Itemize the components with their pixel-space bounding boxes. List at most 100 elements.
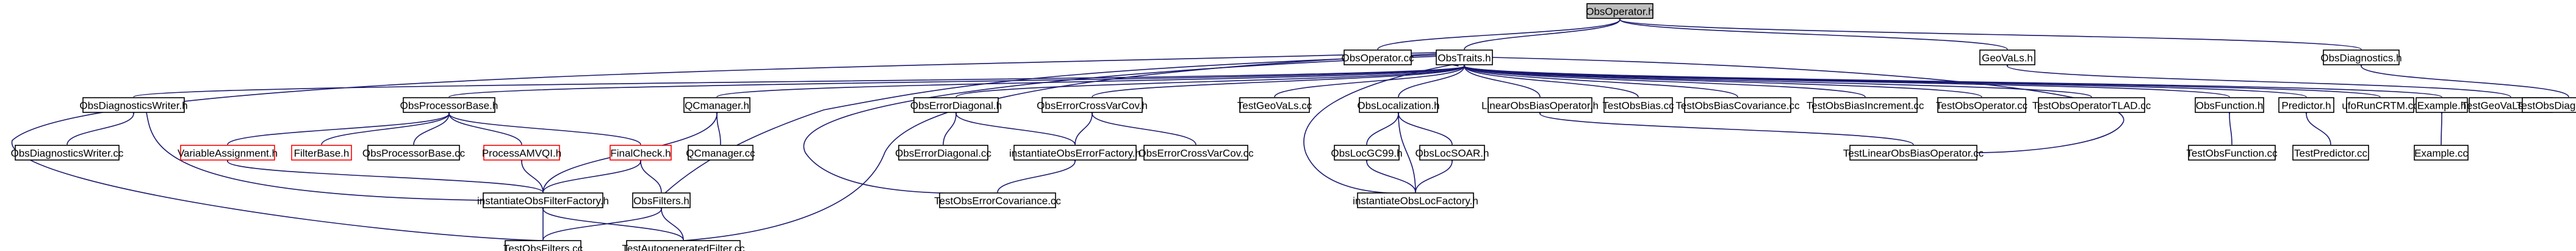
node-label: VariableAssignment.h <box>178 148 278 159</box>
node-testgeovals-cc[interactable]: TestGeoVaLs.cc <box>1237 97 1312 113</box>
node-box <box>688 145 754 161</box>
edge-obstraits-h-to-obsprocessorbase-h <box>448 59 1468 98</box>
node-label: ObsLocSOAR.h <box>1416 148 1489 159</box>
node-box <box>2188 145 2276 161</box>
node-testlinearobsbiasoperator-cc[interactable]: TestLinearObsBiasOperator.cc <box>1843 145 1984 161</box>
edge-obslocalization-h-to-obslocsoar-h <box>1395 107 1453 145</box>
node-obsprocessorbase-cc[interactable]: ObsProcessorBase.cc <box>362 145 466 161</box>
node-uforuncrtm-cc[interactable]: ufoRunCRTM.cc <box>2342 97 2419 113</box>
node-box <box>2522 97 2576 113</box>
node-box <box>1937 97 2026 113</box>
node-geovals-h[interactable]: GeoVaLs.h <box>1979 49 2035 65</box>
node-label: ObsDiagnostics.h <box>2320 53 2402 64</box>
node-box <box>913 97 999 113</box>
node-box <box>1344 49 1412 65</box>
node-variableassignment-h[interactable]: VariableAssignment.h <box>178 145 278 161</box>
edge-obslocgc99-h-to-instantiateobslocfactory-h <box>1363 155 1416 193</box>
node-label: ObsErrorDiagonal.h <box>910 100 1002 112</box>
node-obserrorcrossvarcov-cc[interactable]: ObsErrorCrossVarCov.cc <box>1138 145 1254 161</box>
node-label: ObsProcessorBase.cc <box>362 148 466 159</box>
edge-obsfunction-h-to-testobsfunction-cc <box>2226 107 2232 145</box>
edge-obslocalization-h-to-instantiateobslocfactory-h <box>1395 107 1416 193</box>
node-obslocsoar-h[interactable]: ObsLocSOAR.h <box>1416 145 1489 161</box>
node-testobsbiasincrement-cc[interactable]: TestObsBiasIncrement.cc <box>1807 97 1924 113</box>
node-box <box>1143 145 1248 161</box>
node-testobsfilters-cc[interactable]: TestObsFilters.cc <box>503 240 583 251</box>
edge-obstraits-h-to-testobsbias-cc <box>1461 59 1639 98</box>
node-testobsdiagnostics-cc[interactable]: TestObsDiagnostics.cc <box>2516 97 2576 113</box>
edge-geovals-h-to-testgeovalsspec-cc <box>2004 59 2511 98</box>
node-testobsbias-cc[interactable]: TestObsBias.cc <box>1602 97 1674 113</box>
node-label: ObsDiagnosticsWriter.h <box>79 100 187 112</box>
node-label: ObsErrorDiagonal.cc <box>895 148 991 159</box>
node-obstraits-h[interactable]: ObsTraits.h <box>1436 49 1493 65</box>
node-label: ObsErrorCrossVarCov.h <box>1037 100 1148 112</box>
node-testobsbiascovariance-cc[interactable]: TestObsBiasCovariance.cc <box>1675 97 1800 113</box>
edge-obstraits-h-to-predictor-h <box>1461 59 2307 98</box>
edge-obsprocessorbase-h-to-obsprocessorbase-cc <box>413 107 453 145</box>
edge-obstraits-h-to-linearobsbiasoperator-h <box>1461 59 1541 98</box>
node-label: ObsTraits.h <box>1437 53 1491 64</box>
node-filterbase-h[interactable]: FilterBase.h <box>291 145 352 161</box>
node-obserrordiagonal-cc[interactable]: ObsErrorDiagonal.cc <box>895 145 991 161</box>
node-obsdiagnosticswriter-cc[interactable]: ObsDiagnosticsWriter.cc <box>11 145 124 161</box>
edge-linearobsbiasoperator-h-to-testlinearobsbiasoperator-cc <box>1536 107 1914 145</box>
node-testpredictor-cc[interactable]: TestPredictor.cc <box>2292 145 2369 161</box>
edge-obstraits-h-to-testobsbiasincrement-cc <box>1461 59 1866 98</box>
node-label: Predictor.h <box>2281 100 2331 112</box>
node-qcmanager-h[interactable]: QCmanager.h <box>683 97 750 113</box>
node-box <box>1359 97 1438 113</box>
edge-obserrordiagonal-h-to-instantiateobserrorfactory-h <box>952 107 1076 145</box>
node-processamvqi-h[interactable]: ProcessAMVQI.h <box>482 145 561 161</box>
node-example-cc[interactable]: Example.cc <box>2414 145 2469 161</box>
node-label: TestAutogeneratedFilter.cc <box>622 243 745 251</box>
node-box <box>1357 192 1474 208</box>
node-box <box>2292 145 2369 161</box>
node-obslocgc99-h[interactable]: ObsLocGC99.h <box>1331 145 1403 161</box>
node-box <box>291 145 352 161</box>
node-label: ProcessAMVQI.h <box>482 148 561 159</box>
node-testautogeneratedfilter-cc[interactable]: TestAutogeneratedFilter.cc <box>622 240 745 251</box>
node-testobsoperatortlad-cc[interactable]: TestObsOperatorTLAD.cc <box>2032 97 2151 113</box>
node-testobsfunction-cc[interactable]: TestObsFunction.cc <box>2186 145 2278 161</box>
node-label: instantiateObsFilterFactory.h <box>477 195 609 207</box>
edge-obsoperator-h-to-obstraits-h <box>1464 13 1624 50</box>
node-box <box>610 145 672 161</box>
edge-obsfilters-h-to-testautogeneratedfilter-cc <box>658 202 684 241</box>
node-label: Example.h <box>2417 100 2466 112</box>
node-obsoperator-cc[interactable]: ObsOperator.cc <box>1341 49 1414 65</box>
node-obsfunction-h[interactable]: ObsFunction.h <box>2195 97 2264 113</box>
node-box <box>1013 145 1137 161</box>
node-label: ObsLocGC99.h <box>1331 148 1402 159</box>
node-testobserrorcovariance-cc[interactable]: TestObsErrorCovariance.cc <box>934 192 1061 208</box>
node-predictor-h[interactable]: Predictor.h <box>2278 97 2334 113</box>
node-label: TestPredictor.cc <box>2294 148 2367 159</box>
node-testobsoperator-cc[interactable]: TestObsOperator.cc <box>1936 97 2028 113</box>
edge-obsprocessorbase-h-to-finalcheck-h <box>445 107 641 145</box>
node-box <box>2346 97 2414 113</box>
node-qcmanager-cc[interactable]: QCmanager.cc <box>686 145 755 161</box>
node-instantiateobslocfactory-h[interactable]: instantiateObsLocFactory.h <box>1353 192 1478 208</box>
node-finalcheck-h[interactable]: FinalCheck.h <box>610 145 672 161</box>
node-obsdiagnostics-h[interactable]: ObsDiagnostics.h <box>2320 49 2402 65</box>
node-box <box>1419 145 1485 161</box>
node-box <box>1684 97 1791 113</box>
edge-obstraits-h-to-obsfunction-h <box>1461 59 2230 98</box>
node-label: FilterBase.h <box>294 148 350 159</box>
node-linearobsbiasoperator-h[interactable]: LinearObsBiasOperator.h <box>1481 97 1599 113</box>
node-obsfilters-h[interactable]: ObsFilters.h <box>632 192 691 208</box>
node-obserrordiagonal-h[interactable]: ObsErrorDiagonal.h <box>910 97 1002 113</box>
node-obsprocessorbase-h[interactable]: ObsProcessorBase.h <box>400 97 498 113</box>
node-obslocalization-h[interactable]: ObsLocalization.h <box>1357 97 1440 113</box>
node-box <box>1436 49 1493 65</box>
node-instantiateobserrorfactory-h[interactable]: instantiateObsErrorFactory.h <box>1009 145 1141 161</box>
node-label: FinalCheck.h <box>610 148 671 159</box>
node-obserrorcrossvarcov-h[interactable]: ObsErrorCrossVarCov.h <box>1037 97 1148 113</box>
node-instantiateobsfilterfactory-h[interactable]: instantiateObsFilterFactory.h <box>477 192 609 208</box>
node-example-h[interactable]: Example.h <box>2416 97 2468 113</box>
node-label: ObsOperator.h <box>1586 6 1654 18</box>
node-box <box>1488 97 1592 113</box>
node-obsdiagnosticswriter-h[interactable]: ObsDiagnosticsWriter.h <box>79 97 188 113</box>
node-label: ObsErrorCrossVarCov.cc <box>1138 148 1254 159</box>
